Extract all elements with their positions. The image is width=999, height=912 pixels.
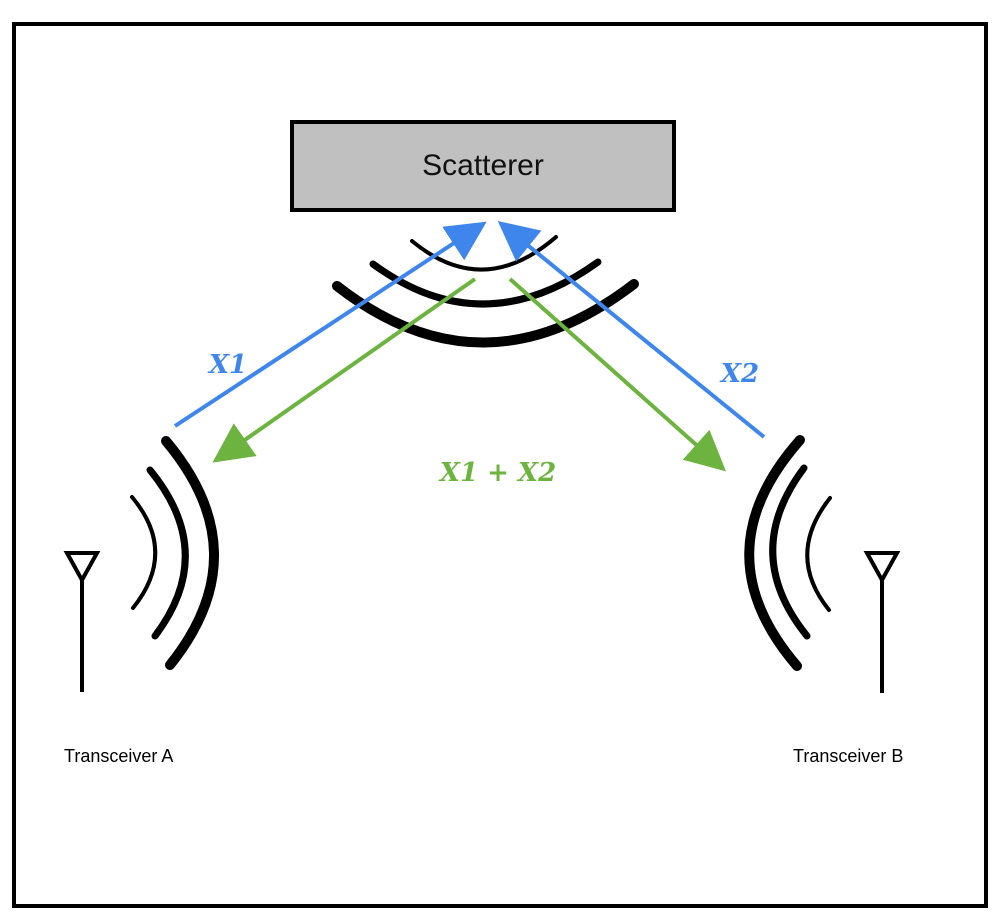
x2-arrow: [497, 220, 766, 439]
transceiver-b-label: Transceiver B: [793, 746, 903, 766]
scatterer-label: Scatterer: [422, 149, 544, 182]
x1-label: X1: [207, 350, 247, 380]
x1-arrow: [173, 221, 487, 428]
wave-icon: [161, 436, 219, 670]
scatterer: Scatterer: [290, 120, 676, 212]
antenna-icon: [63, 551, 101, 692]
reflected-arrow-to-b: [508, 277, 726, 472]
wave-icon: [332, 279, 639, 348]
scatterer-box: [290, 120, 676, 212]
wave-icon: [769, 464, 811, 640]
wave-icon: [805, 496, 832, 612]
wave-icon: [146, 466, 189, 640]
transceiver-a-waves: [130, 436, 219, 670]
transceiver-b-waves: [744, 435, 832, 671]
sum-label: X1 + X2: [438, 458, 556, 488]
x2-label: X2: [719, 359, 759, 389]
transceiver-a-label: Transceiver A: [64, 746, 173, 766]
antenna-icon: [863, 551, 901, 693]
reflected-arrow-to-a: [212, 277, 477, 463]
wave-icon: [130, 495, 158, 610]
wave-icon: [744, 435, 805, 671]
